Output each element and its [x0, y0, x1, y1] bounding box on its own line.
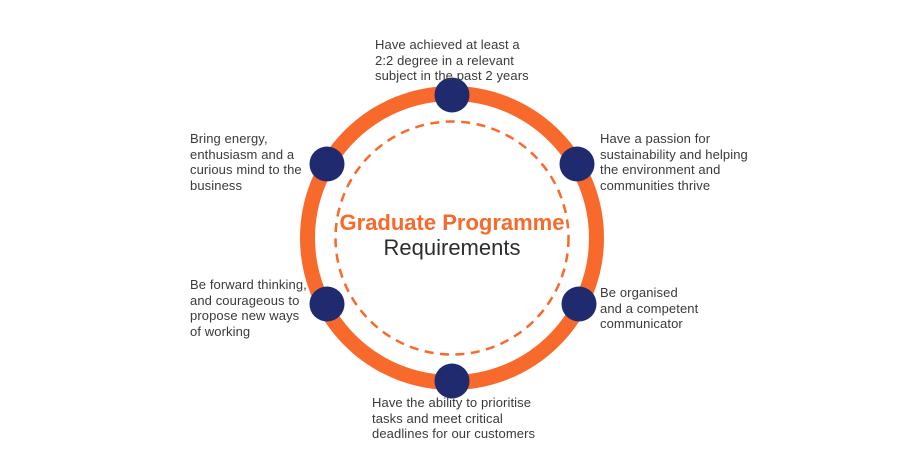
node-dot-bottom: [434, 363, 470, 399]
inner-dashed-circle: [334, 120, 570, 356]
node-label-bottom: Have the ability to prioritise tasks and…: [372, 395, 536, 441]
node-label-top: Have achieved at least a 2:2 degree in a…: [375, 37, 529, 83]
node-label-lower-right: Be organised and a competent communicato…: [600, 285, 699, 331]
node-label-upper-left: Bring energy, enthusiasm and a curious m…: [190, 131, 302, 193]
node-dot-upper-left: [309, 146, 345, 182]
center-title-line2: Requirements: [383, 235, 521, 260]
center-title: Graduate Programme Requirements: [340, 210, 565, 261]
node-dot-lower-left: [309, 286, 345, 322]
node-label-upper-right: Have a passion for sustainability and he…: [600, 131, 748, 193]
center-title-line1: Graduate Programme: [339, 210, 565, 235]
node-dot-lower-right: [561, 286, 597, 322]
node-label-lower-left: Be forward thinking, and courageous to p…: [190, 277, 307, 339]
node-dot-top: [434, 77, 470, 113]
node-dot-upper-right: [559, 146, 595, 182]
